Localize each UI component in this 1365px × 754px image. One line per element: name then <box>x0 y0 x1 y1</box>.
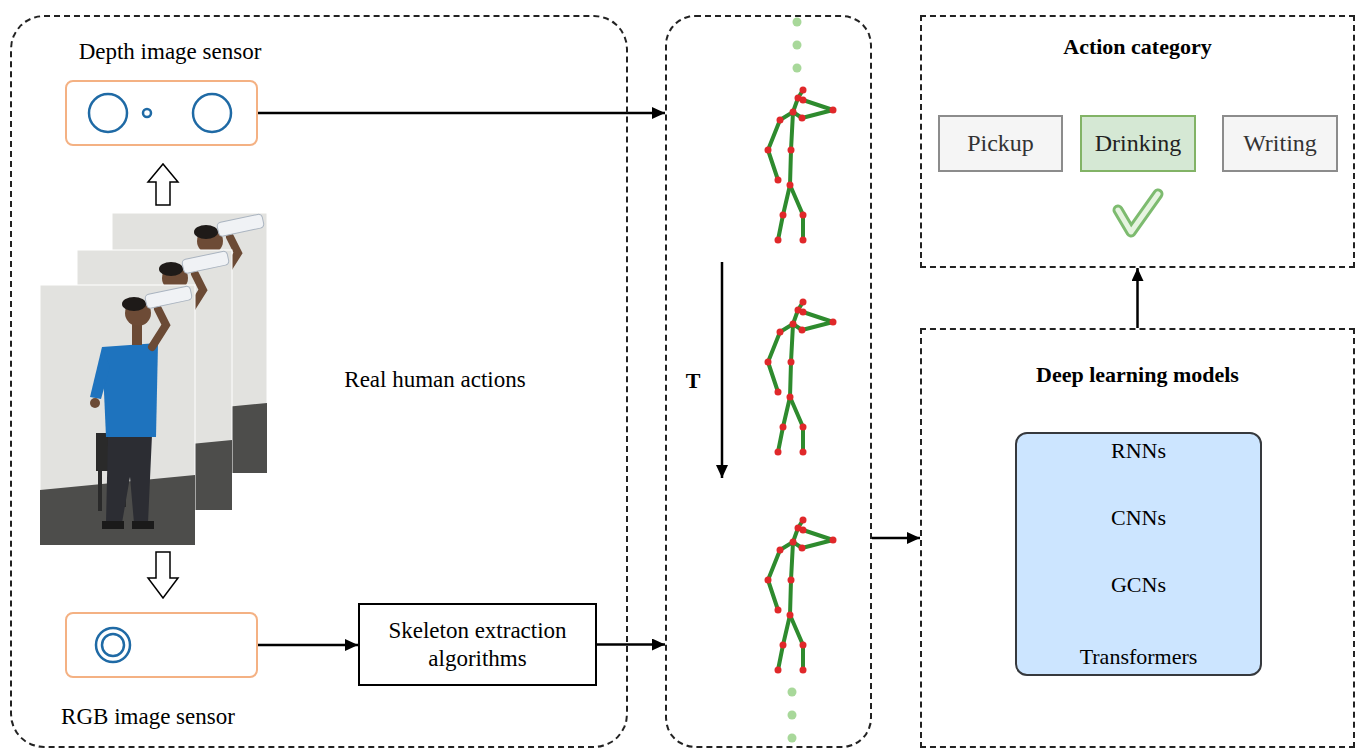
panel-label: Transformers <box>1015 644 1262 670</box>
panel-label: T <box>680 368 706 394</box>
label-holder: Depth image sensor <box>35 38 305 66</box>
box-label: Pickup <box>959 129 1042 158</box>
flow-arrow <box>872 537 920 540</box>
flow-arrow <box>258 112 665 115</box>
time-arrow <box>721 262 724 478</box>
panel-label: Depth image sensor <box>35 38 305 66</box>
panel-label: CNNs <box>1015 505 1262 531</box>
illustration-part <box>148 164 178 205</box>
illustration-part <box>143 109 151 117</box>
illustration-part <box>793 64 802 73</box>
illustration-part <box>1118 194 1158 232</box>
illustration-part <box>788 688 797 697</box>
box-label: Writing <box>1235 129 1325 158</box>
box-label: Drinking <box>1087 129 1190 158</box>
illustration-part <box>788 711 797 720</box>
illustration-part <box>40 285 195 545</box>
model-box: RNNsCNNsGCNsTransformers <box>1015 432 1262 676</box>
label-holder: RGB image sensor <box>13 703 283 731</box>
label-holder: Deep learning models <box>920 362 1355 388</box>
skeleton-frames <box>765 87 837 674</box>
sequence-panel: T <box>665 15 872 748</box>
process-box: Skeleton extraction algorithms <box>358 603 597 686</box>
illustration-part <box>89 94 127 132</box>
panel-label: Action category <box>920 34 1355 60</box>
panel-label: Real human actions <box>300 366 570 394</box>
flow-arrow <box>597 643 665 646</box>
category-box: Writing <box>1222 115 1338 172</box>
label-holder: Action category <box>920 34 1355 60</box>
illustration-part <box>788 734 797 743</box>
label-holder: Real human actions <box>300 366 570 394</box>
label-holder: CNNs <box>1015 505 1262 531</box>
illustration-part <box>1118 194 1158 232</box>
hollow-arrows <box>148 164 178 598</box>
panel-label: RGB image sensor <box>13 703 283 731</box>
label-holder: RNNs <box>1015 438 1262 464</box>
photo-frames <box>40 213 267 545</box>
illustration-part <box>793 41 802 50</box>
check-mark <box>1118 194 1158 232</box>
model-panel: Deep learning modelsRNNsCNNsGCNsTransfor… <box>920 328 1355 748</box>
panel-label: Deep learning models <box>920 362 1355 388</box>
illustration-part <box>765 517 837 674</box>
flow-arrow <box>258 644 358 647</box>
label-holder: Transformers <box>1015 644 1262 670</box>
illustration-part <box>765 87 837 244</box>
sensor-box: RGB image sensor <box>65 612 258 678</box>
label-holder: GCNs <box>1015 572 1262 598</box>
sensor-box: Depth image sensor <box>65 80 258 146</box>
illustration-part <box>793 18 802 27</box>
output-panel: Action categoryPickup Drinking Writing <box>920 15 1355 268</box>
category-box: Drinking <box>1080 115 1196 172</box>
illustration-part <box>96 628 130 662</box>
label-holder: T <box>680 368 706 394</box>
illustration-part <box>148 552 178 598</box>
panel-label: GCNs <box>1015 572 1262 598</box>
illustration-part <box>765 299 837 456</box>
illustration-part <box>102 634 124 656</box>
panel-label: RNNs <box>1015 438 1262 464</box>
box-label: Skeleton extraction algorithms <box>360 617 595 672</box>
flow-arrow <box>1136 268 1139 328</box>
category-box: Pickup <box>938 115 1063 172</box>
illustration-part <box>193 94 231 132</box>
connector-layer <box>258 113 1138 645</box>
